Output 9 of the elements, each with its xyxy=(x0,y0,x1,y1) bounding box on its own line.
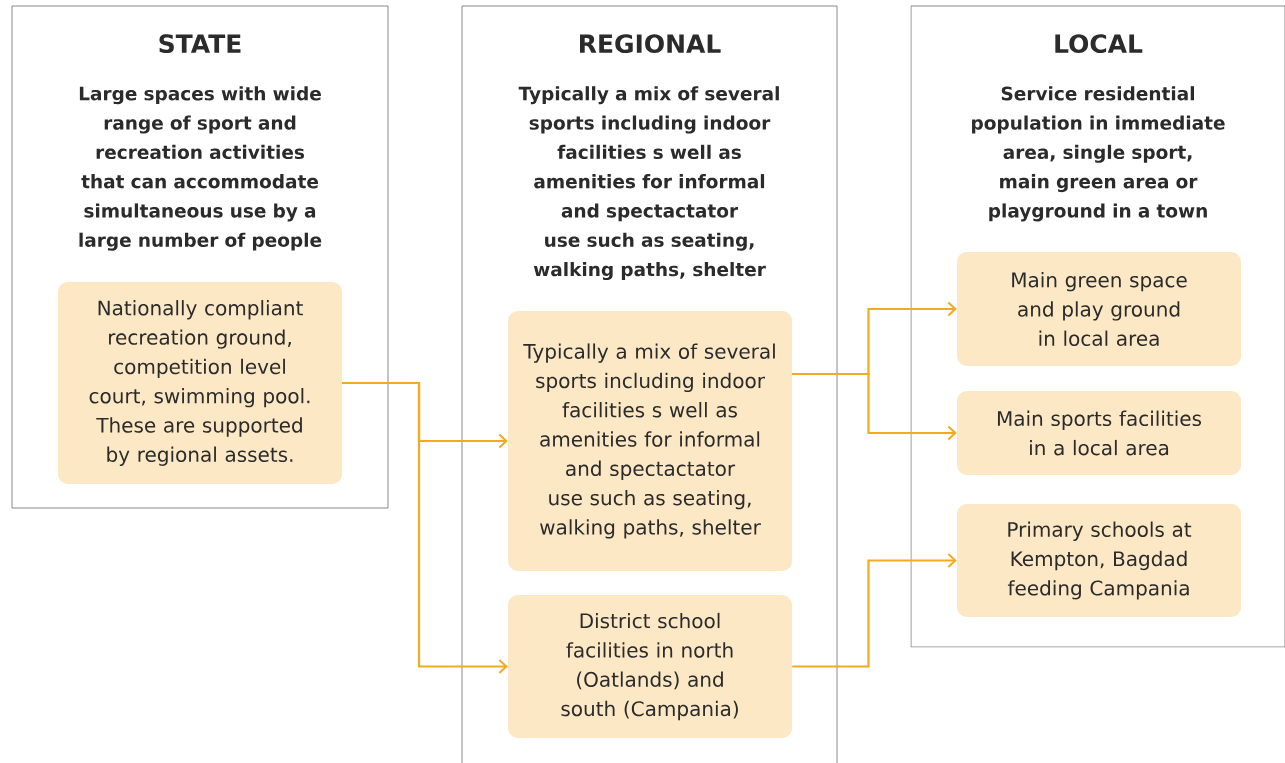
arrow xyxy=(792,372,957,441)
text-box: Nationally compliant recreation ground, competition level court, swimming pool. These are supported by regional assets. xyxy=(58,282,342,484)
text-box: Primary schools at Kempton, Bagdad feeding Campania xyxy=(957,504,1241,617)
text-box: Main sports facilities in a local area xyxy=(957,391,1241,475)
arrow xyxy=(792,553,957,668)
text-box: District school facilities in north (Oatlands) and south (Campania) xyxy=(508,595,792,738)
text-box: Typically a mix of several sports including indoor facilities s well as amenities for informal and spectactator use such as seating, walking paths, shelter xyxy=(508,311,792,571)
text-box: Main green space and play ground in local area xyxy=(957,252,1241,366)
arrow xyxy=(342,381,508,674)
